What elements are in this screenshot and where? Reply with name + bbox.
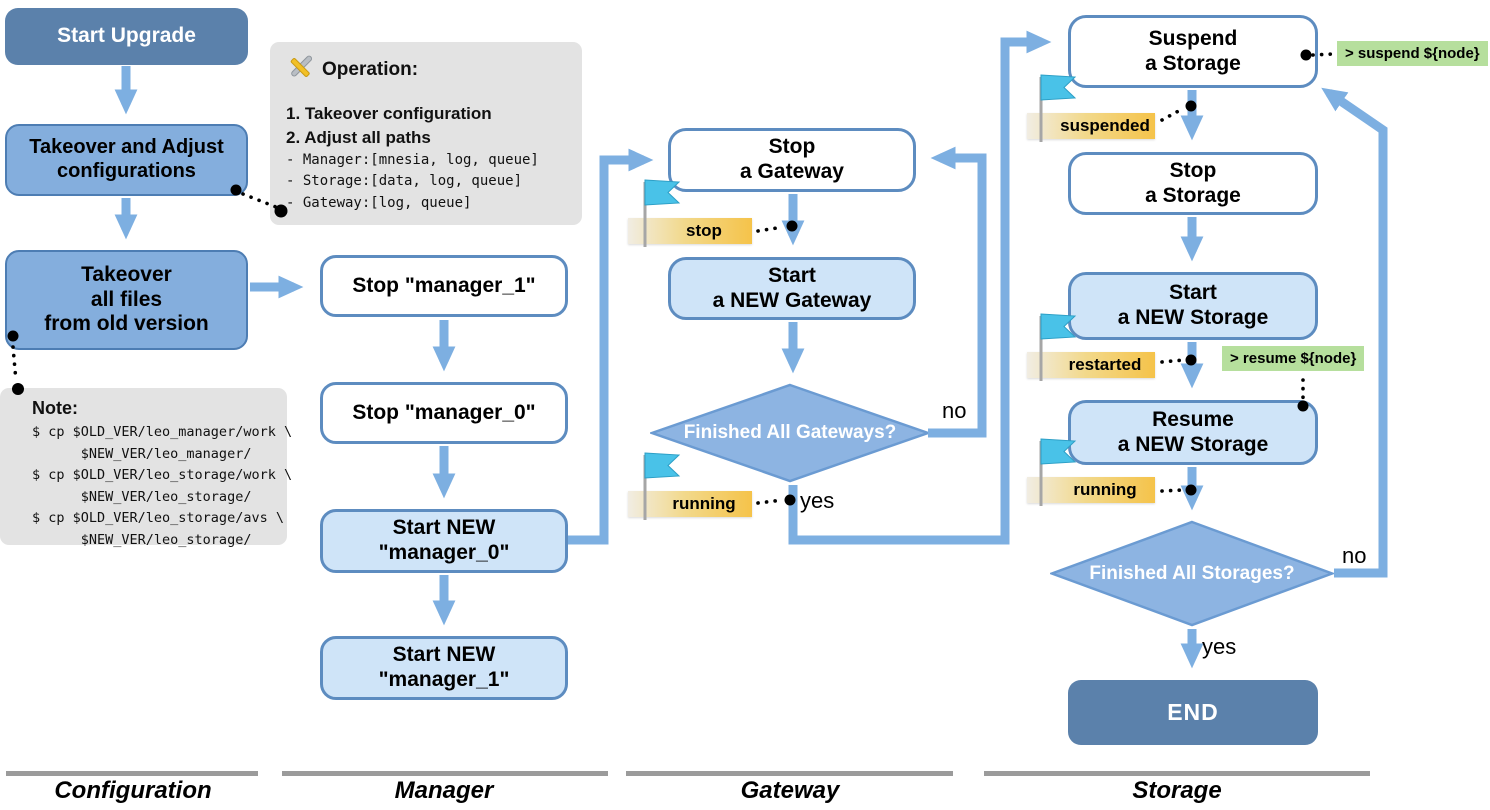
storage-lane-label: Storage xyxy=(1132,777,1222,804)
note-line: $ cp $OLD_VER/leo_manager/work \ xyxy=(32,424,293,440)
storage-diamond-shape xyxy=(1048,520,1336,627)
dotted-stop-flag xyxy=(756,225,785,233)
note-line: $ cp $OLD_VER/leo_storage/avs \ xyxy=(32,510,284,527)
flag-icon xyxy=(1032,71,1078,150)
badge-resume-command: > resume ${node} xyxy=(1222,346,1365,371)
flag-label-stop: stop xyxy=(628,218,752,244)
flag-label-restarted: restarted xyxy=(1027,352,1155,378)
operation-note: Operation: 1. Takeover configuration 2. … xyxy=(270,42,582,225)
flag-icon xyxy=(1032,435,1078,514)
dotted-running-flag-gw xyxy=(756,498,785,505)
node-resume-new-storage: Resume a NEW Storage xyxy=(1068,400,1318,465)
dot-restarted xyxy=(1185,354,1197,366)
badge-suspend-command: > suspend ${node} xyxy=(1337,41,1488,66)
gateway-lane-label: Gateway xyxy=(740,777,840,804)
storage-decision-label: Finished All Storages? xyxy=(1089,562,1295,584)
note-line: $NEW_VER/leo_storage/ xyxy=(32,488,252,505)
decision-finished-all-gateways: Finished All Gateways? xyxy=(648,383,932,483)
node-stop-a-gateway: Stop a Gateway xyxy=(668,128,916,192)
gateway-lane-line xyxy=(626,771,953,776)
dot-gateway-yes xyxy=(784,494,796,506)
decision-finished-all-storages: Finished All Storages? xyxy=(1048,520,1336,627)
dotted-files-to-note xyxy=(11,345,18,383)
configuration-lane-label: Configuration xyxy=(54,777,212,804)
operation-title: Operation: xyxy=(322,59,419,80)
node-start-new-storage: Start a NEW Storage xyxy=(1068,272,1318,340)
dotted-running-flag-st xyxy=(1160,488,1186,493)
operation-path: - Gateway:[log, queue] xyxy=(286,194,472,211)
dotted-restarted-flag xyxy=(1160,358,1186,364)
gateway-decision-label: Finished All Gateways? xyxy=(683,422,897,443)
storage-yes-label: yes xyxy=(1202,634,1237,659)
node-start-new-manager-0: Start NEW "manager_0" xyxy=(320,509,568,573)
gateway-no-label: no xyxy=(942,398,967,423)
tools-icon xyxy=(286,54,313,86)
dot-running-st xyxy=(1185,484,1197,496)
manager-lane-line xyxy=(282,771,608,776)
node-takeover-all-files: Takeover all files from old version xyxy=(5,250,248,350)
storage-lane-line xyxy=(984,771,1370,776)
shell-note: Note: $ cp $OLD_VER/leo_manager/work \ $… xyxy=(0,388,293,548)
dot-stop-gw xyxy=(786,220,798,232)
node-stop-manager-1: Stop "manager_1" xyxy=(320,255,568,317)
dotted-suspended-flag xyxy=(1160,106,1186,122)
operation-path: - Manager:[mnesia, log, queue] xyxy=(286,151,539,168)
flag-icon xyxy=(636,449,682,528)
flag-label-running-storage: running xyxy=(1027,477,1155,503)
note-line: $NEW_VER/leo_manager/ xyxy=(32,445,252,462)
note-line: $ cp $OLD_VER/leo_storage/work \ xyxy=(32,467,293,484)
flag-icon xyxy=(1032,310,1078,389)
storage-no-label: no xyxy=(1342,543,1367,568)
configuration-lane-line xyxy=(6,771,258,776)
node-takeover-adjust-configurations: Takeover and Adjust configurations xyxy=(5,124,248,196)
node-stop-a-storage: Stop a Storage xyxy=(1068,152,1318,215)
operation-path: - Storage:[data, log, queue] xyxy=(286,173,523,190)
node-end: END xyxy=(1068,680,1318,745)
node-start-new-manager-1: Start NEW "manager_1" xyxy=(320,636,568,700)
note-title: Note: xyxy=(32,398,78,418)
manager-lane-label: Manager xyxy=(394,777,494,804)
node-start-upgrade: Start Upgrade xyxy=(5,8,248,65)
note-line: $NEW_VER/leo_storage/ xyxy=(32,531,252,548)
flag-icon xyxy=(636,176,682,255)
gateway-yes-label: yes xyxy=(800,488,835,513)
node-start-new-gateway: Start a NEW Gateway xyxy=(668,257,916,320)
flag-label-suspended: suspended xyxy=(1027,113,1155,139)
arrow-gateway-no-loop xyxy=(928,146,987,438)
operation-step: 1. Takeover configuration xyxy=(286,104,492,123)
arrow-storage-no-loop xyxy=(1321,87,1388,578)
node-stop-manager-0: Stop "manager_0" xyxy=(320,382,568,444)
node-suspend-a-storage: Suspend a Storage xyxy=(1068,15,1318,88)
flag-label-running-gateway: running xyxy=(628,491,752,517)
operation-step: 2. Adjust all paths xyxy=(286,127,431,147)
dot-suspended xyxy=(1185,100,1197,112)
